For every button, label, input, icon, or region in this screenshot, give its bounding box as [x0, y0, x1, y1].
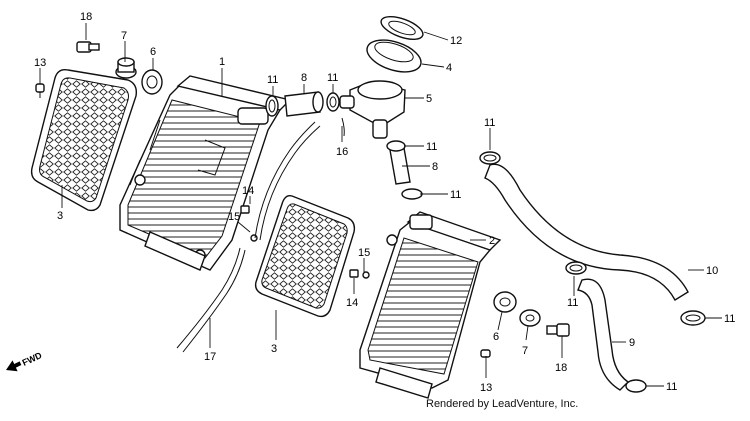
callout-5: 5 — [426, 93, 432, 105]
screw-13-right — [480, 349, 491, 358]
callout-10: 10 — [706, 265, 718, 277]
callout-7: 7 — [121, 30, 127, 42]
clamp-11-e — [479, 151, 501, 165]
callout-17: 17 — [204, 351, 216, 363]
callout-2: 2 — [489, 235, 495, 247]
fwd-arrow-icon: FWD — [6, 350, 44, 372]
middle-grille — [254, 194, 356, 318]
bolt-18-left — [76, 41, 100, 53]
clamp-11-a — [265, 95, 279, 117]
callout-6: 6 — [150, 46, 156, 58]
left-radiator — [119, 75, 292, 271]
callout-12: 12 — [450, 35, 462, 47]
clamp-11-g — [565, 261, 587, 275]
callout-11: 11 — [484, 117, 495, 129]
callout-4: 4 — [446, 62, 452, 74]
clamp-11-h — [625, 379, 647, 393]
collar-7-left — [115, 57, 137, 79]
fwd-label: FWD — [21, 350, 44, 368]
callout-11: 11 — [567, 297, 578, 309]
callout-11: 11 — [666, 381, 677, 393]
hose-8-upper — [284, 91, 324, 117]
clamp-11-c — [386, 140, 406, 152]
grommet-6-left — [141, 69, 163, 95]
bolt-18-right — [546, 323, 570, 337]
callout-11: 11 — [724, 313, 735, 325]
tube-upper — [254, 121, 321, 241]
callout-11: 11 — [267, 74, 278, 86]
callout-16: 16 — [336, 146, 348, 158]
right-radiator — [359, 211, 502, 399]
callout-14: 14 — [242, 185, 254, 197]
tube-16 — [341, 117, 345, 137]
callout-15: 15 — [228, 211, 240, 223]
filler-cap-seal-12 — [380, 15, 424, 41]
callout-1: 1 — [219, 56, 225, 68]
screw-13-left — [35, 83, 45, 98]
credit-text: Rendered by LeadVenture, Inc. — [426, 398, 579, 410]
clamp-11-b — [326, 92, 340, 112]
filler-neck-5 — [339, 80, 406, 139]
callout-6: 6 — [493, 331, 499, 343]
clamp-11-f — [680, 310, 706, 326]
callout-9: 9 — [629, 337, 635, 349]
callout-3: 3 — [57, 210, 63, 222]
callout-11: 11 — [327, 72, 338, 84]
callout-13: 13 — [34, 57, 46, 69]
nut-14-left — [240, 205, 250, 214]
callout-18: 18 — [555, 362, 567, 374]
bolt-15-left — [250, 234, 258, 242]
callout-3: 3 — [271, 343, 277, 355]
filler-cap-4 — [366, 39, 422, 73]
callout-13: 13 — [480, 382, 492, 394]
callout-18: 18 — [80, 11, 92, 23]
hose-9 — [577, 278, 630, 391]
callout-15: 15 — [358, 247, 370, 259]
callout-11: 11 — [426, 141, 437, 153]
hose-10 — [484, 163, 689, 301]
collar-7-right — [519, 309, 541, 327]
grommet-6-right — [493, 291, 517, 313]
bolt-15-right — [362, 271, 370, 279]
callout-14: 14 — [346, 297, 358, 309]
callout-8: 8 — [432, 161, 438, 173]
callout-11: 11 — [450, 189, 461, 201]
callout-8: 8 — [301, 72, 307, 84]
left-grille — [30, 68, 138, 212]
callout-labels: 18 13 7 6 1 11 8 11 12 4 5 11 16 8 11 11… — [34, 11, 735, 394]
leader-lines — [39, 23, 722, 387]
nut-14-right — [349, 269, 359, 278]
callout-7: 7 — [522, 345, 528, 357]
tube-17 — [176, 247, 246, 353]
clamp-11-d — [401, 188, 423, 200]
